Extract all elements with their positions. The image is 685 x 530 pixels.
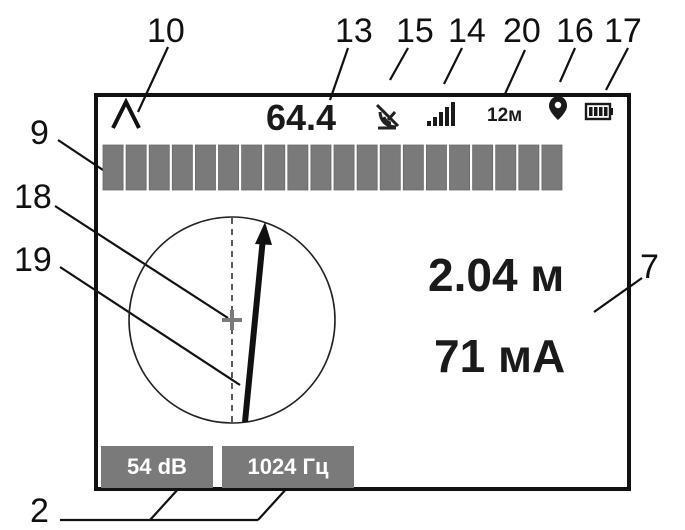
signal-bar-segment — [218, 144, 240, 191]
satellite-off-icon — [375, 103, 400, 130]
callout-9: 9 — [30, 114, 49, 152]
callout-7: 7 — [640, 248, 659, 286]
signal-level-bar — [102, 144, 563, 191]
leader-line-18 — [54, 205, 229, 319]
signal-bar-segment — [333, 144, 355, 191]
signal-bar-segment — [541, 144, 563, 191]
callout-20: 20 — [503, 12, 541, 50]
callout-10: 10 — [147, 12, 185, 50]
location-pin-icon — [549, 96, 567, 120]
callout-19: 19 — [14, 241, 52, 279]
direction-compass — [128, 216, 336, 424]
signal-bar-segment — [356, 144, 378, 191]
signal-bar-segment — [194, 144, 216, 191]
signal-bar-segment — [449, 144, 471, 191]
center-cross-icon — [222, 310, 242, 330]
signal-bar-segment — [518, 144, 540, 191]
callout-16: 16 — [556, 12, 594, 50]
callout-14: 14 — [448, 12, 486, 50]
leader-lines — [54, 46, 643, 522]
leader-line-2b — [149, 486, 181, 521]
leader-line-20 — [503, 49, 527, 95]
leader-line-14 — [443, 47, 463, 85]
callout-18: 18 — [14, 178, 52, 216]
leader-line-10 — [137, 46, 169, 113]
status-value: 64.4 — [266, 97, 337, 138]
callout-15: 15 — [396, 12, 434, 50]
leader-line-19 — [59, 266, 241, 386]
leader-line-13 — [328, 47, 350, 101]
direction-arrow-shaft — [242, 237, 266, 423]
leader-line-16 — [558, 47, 577, 83]
signal-bar-segment — [264, 144, 286, 191]
battery-icon — [584, 102, 613, 121]
signal-bar-segment — [472, 144, 494, 191]
signal-bar-segment — [287, 144, 309, 191]
signal-bar-segment — [102, 144, 124, 191]
signal-bar-segment — [495, 144, 517, 191]
gain-badge: 54 dB — [101, 446, 213, 488]
callout-2: 2 — [30, 492, 49, 530]
peak-mode-icon — [111, 97, 141, 129]
frequency-badge: 1024 Гц — [222, 446, 354, 488]
signal-bar-segment — [125, 144, 147, 191]
leader-line-2d — [257, 486, 289, 521]
leader-line-7 — [593, 277, 643, 313]
compass-circle — [128, 216, 336, 424]
signal-strength-icon — [427, 102, 455, 126]
signal-bar-segment — [425, 144, 447, 191]
leader-line-15 — [389, 47, 409, 81]
callout-13: 13 — [335, 12, 373, 50]
callout-17: 17 — [604, 12, 642, 50]
leader-line-17 — [605, 47, 629, 91]
signal-bar-segment — [379, 144, 401, 191]
device-screen-frame — [94, 93, 631, 491]
signal-bar-segment — [310, 144, 332, 191]
signal-bar-segment — [241, 144, 263, 191]
direction-arrow-head — [255, 222, 272, 245]
range-value: 12м — [487, 105, 523, 126]
signal-bar-segment — [171, 144, 193, 191]
depth-reading: 2.04 м — [428, 249, 565, 301]
signal-bar-segment — [148, 144, 170, 191]
current-reading: 71 мА — [434, 330, 566, 382]
signal-bar-segment — [402, 144, 424, 191]
